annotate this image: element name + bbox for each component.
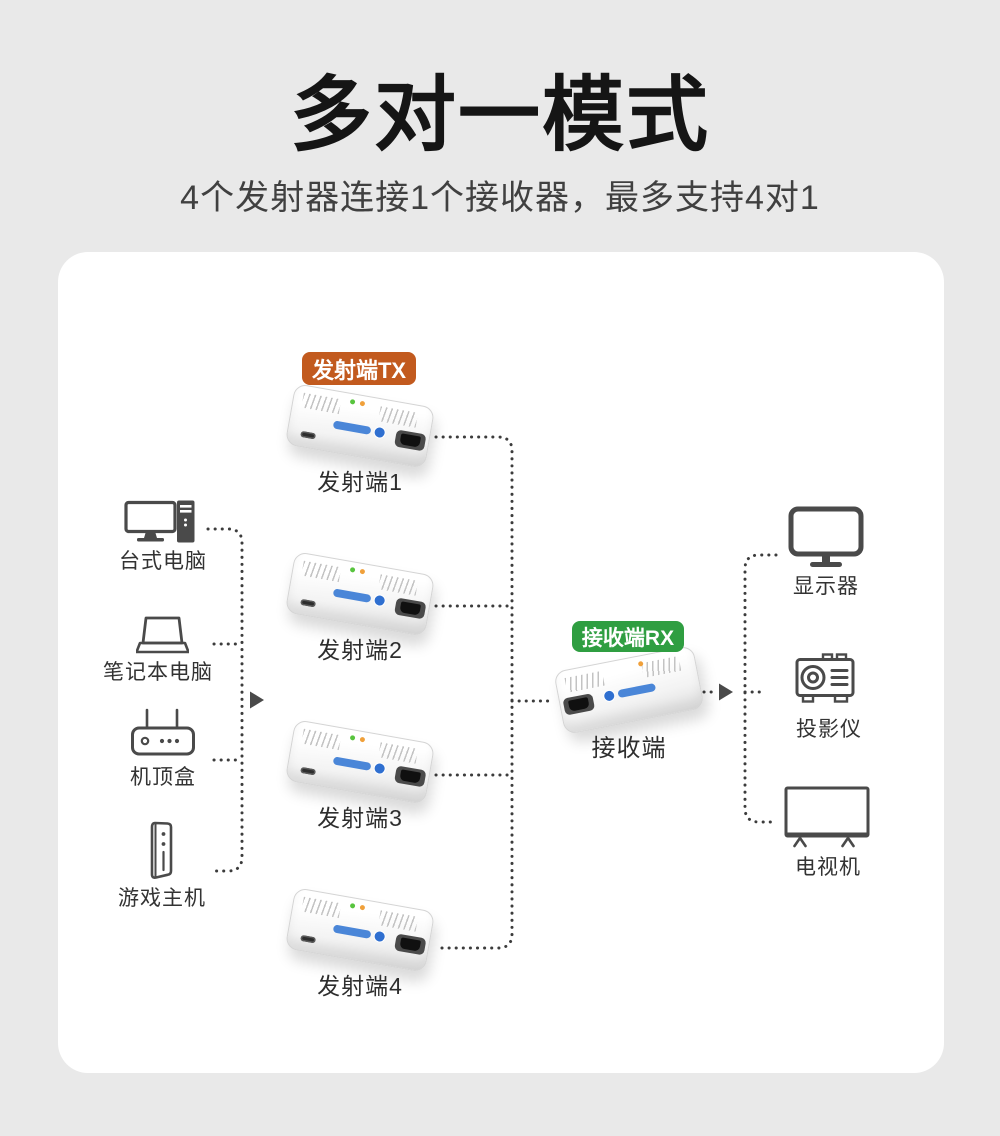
desktop-computer-icon: [124, 500, 195, 543]
transmitter-label: 发射端1: [317, 469, 403, 495]
display-label: 电视机: [795, 856, 861, 879]
transmitter-unit: 发射端2: [283, 551, 437, 663]
led-indicator-green: [349, 398, 356, 405]
vent-grill: [378, 574, 419, 596]
transmitter-device: [284, 719, 436, 805]
display-label: 显示器: [793, 575, 859, 598]
brand-logo: [602, 681, 657, 703]
usb-c-port: [300, 934, 317, 944]
led-indicator-orange: [359, 568, 366, 575]
usb-c-port: [300, 598, 317, 608]
vent-grill: [301, 560, 342, 583]
rx-badge: 接收端RX: [572, 621, 684, 652]
page-subtitle: 4个发射器连接1个接收器，最多支持4对1: [180, 179, 820, 217]
source-label: 笔记本电脑: [103, 661, 213, 684]
device-body: [284, 719, 436, 805]
brand-logo: [332, 418, 387, 440]
hdmi-port: [394, 597, 427, 620]
hdmi-port: [394, 933, 427, 956]
vent-grill: [641, 655, 682, 678]
transmitter-unit: 发射端1: [283, 383, 437, 495]
monitor-icon: [788, 506, 864, 567]
tx-badge: 发射端TX: [302, 352, 416, 385]
transmitter-unit: 发射端3: [283, 719, 437, 831]
tv-icon: [784, 786, 870, 848]
device-body: [284, 551, 436, 637]
game-console-icon: [150, 821, 173, 879]
transmitter-label: 发射端3: [317, 805, 403, 831]
laptop-icon: [136, 616, 189, 654]
transmitter-label: 发射端4: [317, 973, 403, 999]
set-top-box-icon: [131, 708, 195, 756]
source-label: 台式电脑: [119, 550, 207, 573]
hdmi-port: [394, 765, 427, 788]
sources-trunk-line: [206, 527, 244, 873]
led-indicator-orange: [359, 904, 366, 911]
led-indicator-green: [349, 566, 356, 573]
source-label: 机顶盒: [130, 766, 196, 789]
vent-grill: [378, 742, 419, 764]
led-indicator-green: [349, 734, 356, 741]
brand-logo: [332, 922, 387, 944]
led-indicator-green: [349, 902, 356, 909]
led-indicator-orange: [359, 400, 366, 407]
transmitter-device: [284, 887, 436, 973]
vent-grill: [301, 728, 342, 751]
usb-c-port: [300, 430, 317, 440]
device-body: [284, 887, 436, 973]
transmitter-device: [284, 551, 436, 637]
right-arrow-icon: [250, 691, 264, 709]
led-indicator-orange: [359, 736, 366, 743]
vent-grill: [301, 392, 342, 415]
hdmi-port: [394, 429, 427, 452]
page-title: 多对一模式: [289, 70, 710, 161]
brand-logo: [332, 754, 387, 776]
vent-grill: [301, 896, 342, 919]
usb-c-port: [300, 766, 317, 776]
source-label: 游戏主机: [118, 887, 206, 910]
displays-trunk-line: [743, 553, 778, 824]
display-label: 投影仪: [796, 718, 862, 741]
transmitter-device: [284, 383, 436, 469]
vent-grill: [378, 406, 419, 428]
receiver-label: 接收端: [591, 735, 667, 762]
device-body: [553, 645, 705, 735]
device-body: [284, 383, 436, 469]
vent-grill: [378, 910, 419, 932]
transmitter-unit: 发射端4: [283, 887, 437, 999]
transmitter-label: 发射端2: [317, 637, 403, 663]
projector-icon: [795, 653, 855, 703]
brand-logo: [332, 586, 387, 608]
right-arrow-icon: [719, 683, 733, 701]
receiver-unit: 接收端: [551, 645, 707, 762]
vent-grill: [564, 670, 605, 693]
tx-trunk-line: [434, 435, 514, 950]
hdmi-port: [562, 693, 596, 716]
receiver-device: [553, 645, 705, 735]
